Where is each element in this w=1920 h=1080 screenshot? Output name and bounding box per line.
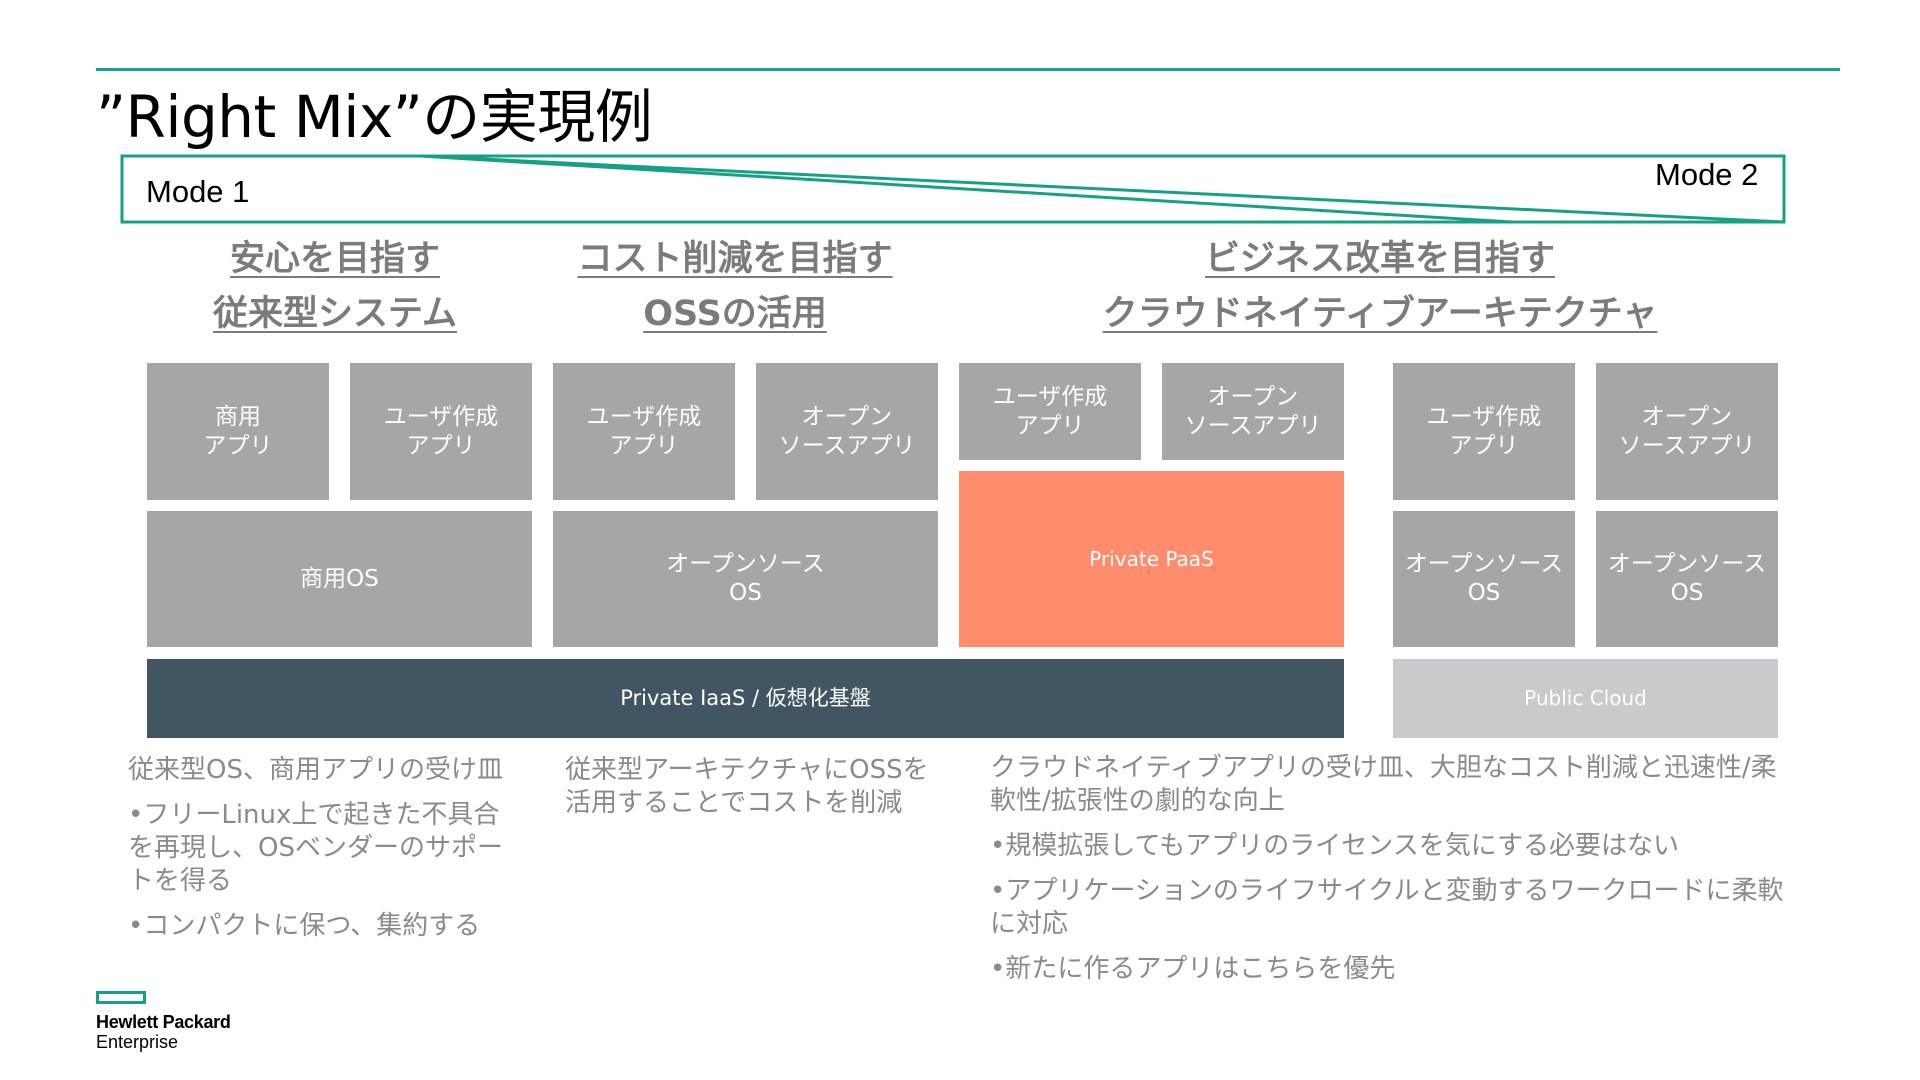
commercial-os-box: 商用OS <box>147 511 532 647</box>
desc3-line1: クラウドネイティブアプリの受け皿、大胆なコスト削減と迅速性/柔軟性/拡張性の劇的… <box>990 753 1777 816</box>
heading-3-line2: クラウドネイティブアーキテクチャ <box>1102 294 1658 334</box>
desc2-line1: 従来型アーキテクチャにOSSを活用することでコストを削減 <box>565 755 929 818</box>
heading-1-sub: 従来型システム <box>190 285 480 336</box>
heading-2-line1: コスト削減を目指す <box>577 239 893 279</box>
page-title: ”Right Mix”の実現例 <box>96 83 653 151</box>
heading-3-line1: ビジネス改革を目指す <box>1204 239 1555 279</box>
desc1-line3: •コンパクトに保つ、集約する <box>128 911 481 941</box>
heading-2-line2: OSSの活用 <box>643 294 827 334</box>
oss-os-box-3: オープンソース OS <box>1596 511 1778 647</box>
heading-1-line1: 安心を目指す <box>229 239 440 279</box>
desc1-line1: 従来型OS、商用アプリの受け皿 <box>128 755 503 785</box>
mode-wedge <box>120 154 1786 224</box>
user-app-box-1: ユーザ作成 アプリ <box>350 363 532 500</box>
desc1-line2: •フリーLinux上で起きた不具合を再現し、OSベンダーのサポートを得る <box>128 800 503 896</box>
desc3-line4: •新たに作るアプリはこちらを優先 <box>990 954 1396 984</box>
oss-app-box-2: オープン ソースアプリ <box>1162 363 1344 460</box>
heading-1: 安心を目指す <box>190 230 480 281</box>
mode-transition-wedge <box>419 154 1785 224</box>
heading-2-sub: OSSの活用 <box>555 285 915 336</box>
private-iaas-bar: Private IaaS / 仮想化基盤 <box>147 659 1344 738</box>
oss-app-box-1: オープン ソースアプリ <box>756 363 938 500</box>
user-app-box-4: ユーザ作成 アプリ <box>1393 363 1575 500</box>
logo-line1: Hewlett Packard <box>96 1012 231 1032</box>
desc3-line2: •規模拡張してもアプリのライセンスを気にする必要はない <box>990 831 1679 861</box>
hpe-logo-mark <box>96 991 146 1004</box>
desc3-line3: •アプリケーションのライフサイクルと変動するワークロードに柔軟に対応 <box>990 876 1784 939</box>
user-app-box-2: ユーザ作成 アプリ <box>553 363 735 500</box>
description-col1: 従来型OS、商用アプリの受け皿 •フリーLinux上で起きた不具合を再現し、OS… <box>128 754 518 955</box>
heading-2: コスト削減を目指す <box>555 230 915 281</box>
oss-os-box-2: オープンソース OS <box>1393 511 1575 647</box>
oss-os-box-1: オープンソース OS <box>553 511 938 647</box>
heading-3: ビジネス改革を目指す <box>1050 230 1710 281</box>
description-col2: 従来型アーキテクチャにOSSを活用することでコストを削減 <box>565 754 945 832</box>
mode1-label: Mode 1 <box>146 174 250 209</box>
commercial-app-box: 商用 アプリ <box>147 363 329 500</box>
mode2-label: Mode 2 <box>1655 157 1759 192</box>
description-col3: クラウドネイティブアプリの受け皿、大胆なコスト削減と迅速性/柔軟性/拡張性の劇的… <box>990 752 1790 998</box>
oss-app-box-3: オープン ソースアプリ <box>1596 363 1778 500</box>
heading-3-sub: クラウドネイティブアーキテクチャ <box>1030 285 1730 336</box>
heading-1-line2: 従来型システム <box>213 294 457 334</box>
private-paas-box: Private PaaS <box>959 471 1344 647</box>
title-rule <box>96 68 1840 71</box>
public-cloud-bar: Public Cloud <box>1393 659 1778 738</box>
user-app-box-3: ユーザ作成 アプリ <box>959 363 1141 460</box>
logo-line2: Enterprise <box>96 1032 179 1052</box>
